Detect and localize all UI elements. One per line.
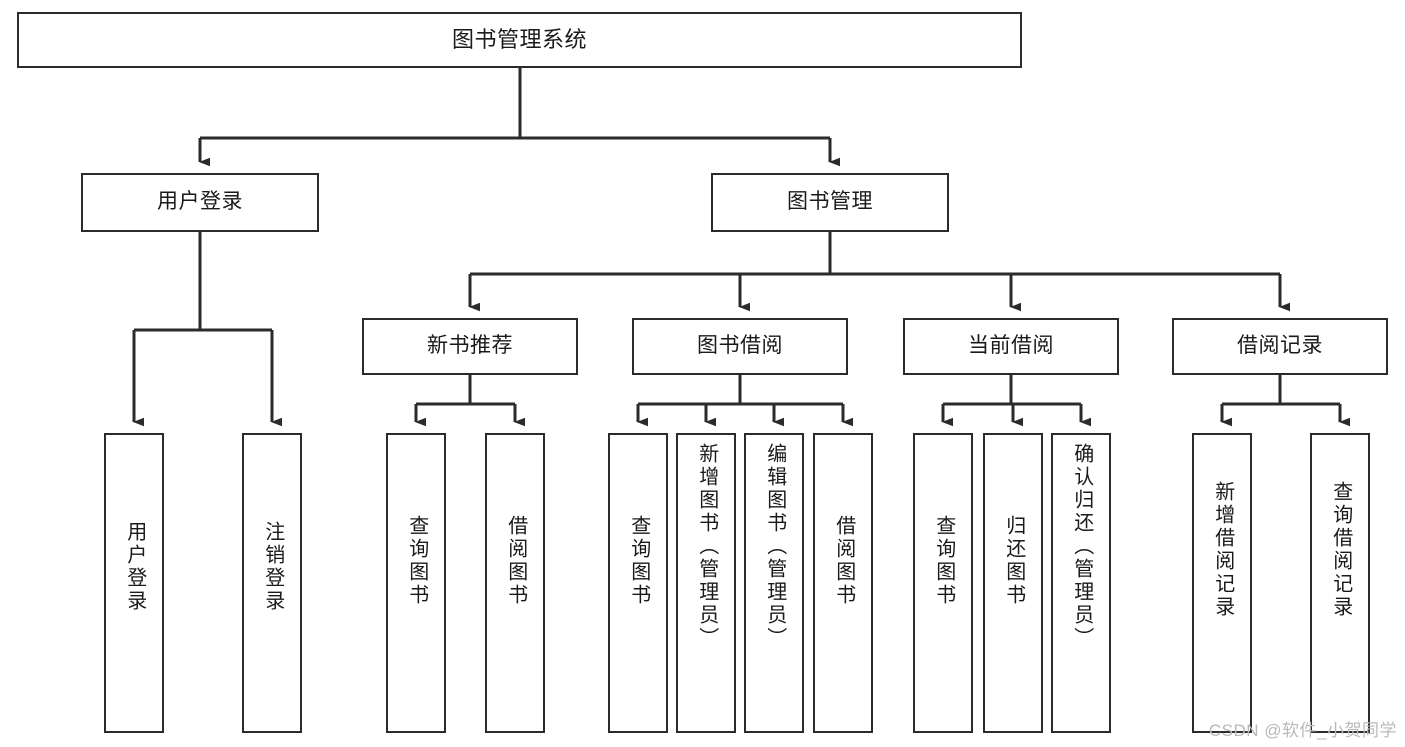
watermark: CSDN @软件_小贺同学 (1208, 721, 1397, 740)
node-leaf-edit-book-label: 编辑图书（管理员） (763, 443, 786, 650)
node-leaf-add-record[interactable]: 新增借阅记录 (1192, 433, 1252, 733)
node-book-manage-label: 图书管理 (787, 190, 873, 214)
node-leaf-confirm-return[interactable]: 确认归还（管理员） (1051, 433, 1111, 733)
node-leaf-borrow-book-2-label: 借阅图书 (832, 515, 855, 607)
node-user-login[interactable]: 用户登录 (81, 173, 319, 232)
node-leaf-add-book-label: 新增图书（管理员） (695, 443, 718, 650)
node-leaf-query-book-3-label: 查询图书 (932, 515, 955, 607)
node-leaf-edit-book[interactable]: 编辑图书（管理员） (744, 433, 804, 733)
node-book-borrow[interactable]: 图书借阅 (632, 318, 848, 375)
node-leaf-user-login[interactable]: 用户登录 (104, 433, 164, 733)
node-leaf-borrow-book-1[interactable]: 借阅图书 (485, 433, 545, 733)
node-root-label: 图书管理系统 (451, 27, 587, 53)
node-leaf-add-book[interactable]: 新增图书（管理员） (676, 433, 736, 733)
node-leaf-confirm-return-label: 确认归还（管理员） (1070, 443, 1093, 650)
node-leaf-query-book-2[interactable]: 查询图书 (608, 433, 668, 733)
node-new-book-recommend[interactable]: 新书推荐 (362, 318, 578, 375)
node-leaf-return-book[interactable]: 归还图书 (983, 433, 1043, 733)
node-book-borrow-label: 图书借阅 (697, 334, 783, 358)
node-current-borrow-label: 当前借阅 (968, 334, 1054, 358)
node-leaf-return-book-label: 归还图书 (1002, 515, 1025, 607)
node-leaf-borrow-book-2[interactable]: 借阅图书 (813, 433, 873, 733)
node-book-manage[interactable]: 图书管理 (711, 173, 949, 232)
node-current-borrow[interactable]: 当前借阅 (903, 318, 1119, 375)
node-leaf-borrow-book-1-label: 借阅图书 (504, 515, 527, 607)
node-leaf-add-record-label: 新增借阅记录 (1211, 481, 1234, 619)
node-leaf-query-book-3[interactable]: 查询图书 (913, 433, 973, 733)
node-leaf-user-login-label: 用户登录 (123, 521, 146, 613)
node-root[interactable]: 图书管理系统 (17, 12, 1022, 68)
node-leaf-query-book-1[interactable]: 查询图书 (386, 433, 446, 733)
node-borrow-record-label: 借阅记录 (1237, 334, 1323, 358)
node-leaf-user-logout-label: 注销登录 (261, 521, 284, 613)
node-user-login-label: 用户登录 (157, 190, 243, 214)
node-leaf-query-book-2-label: 查询图书 (627, 515, 650, 607)
node-leaf-query-record[interactable]: 查询借阅记录 (1310, 433, 1370, 733)
node-leaf-user-logout[interactable]: 注销登录 (242, 433, 302, 733)
node-leaf-query-book-1-label: 查询图书 (405, 515, 428, 607)
node-borrow-record[interactable]: 借阅记录 (1172, 318, 1388, 375)
node-new-book-recommend-label: 新书推荐 (427, 334, 513, 358)
node-leaf-query-record-label: 查询借阅记录 (1329, 481, 1352, 619)
